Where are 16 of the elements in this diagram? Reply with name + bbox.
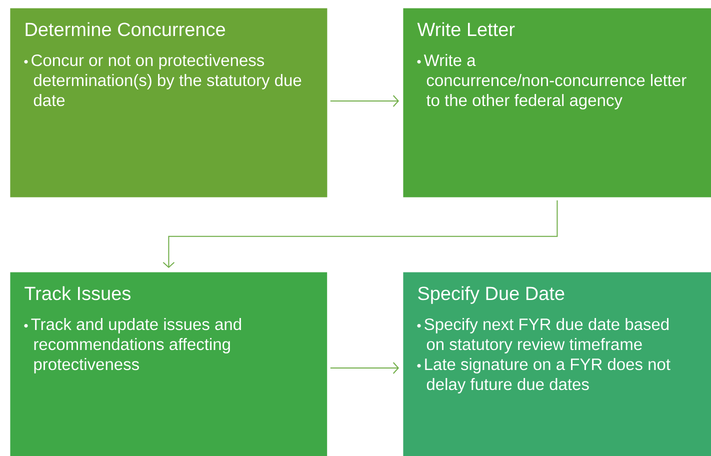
bullet-text: Late signature on a FYR does not delay future due dates <box>425 358 670 394</box>
bullet-text: Specify next FYR due date based on statutory review timeframe <box>424 318 669 354</box>
process-box <box>10 272 328 456</box>
arrow <box>330 95 399 107</box>
process-box <box>10 8 328 198</box>
arrow <box>162 200 558 268</box>
box-heading: Determine Concurrence <box>26 22 225 36</box>
bullet-text: Write a concurrence/non-concurrence letter to the other federal agency <box>424 54 686 110</box>
process-box <box>403 8 711 198</box>
process-box <box>403 272 711 456</box>
box-heading: Specify Due Date <box>418 286 564 304</box>
arrow <box>330 362 399 374</box>
bullet-text: Concur or not on protectiveness determination(s) by the statutory due date <box>32 54 302 106</box>
box-heading: Track Issues <box>24 286 130 300</box>
bullet-text: Track and update issues and recommendations affecting protectiveness <box>31 318 241 374</box>
box-heading: Write Letter <box>417 22 515 36</box>
